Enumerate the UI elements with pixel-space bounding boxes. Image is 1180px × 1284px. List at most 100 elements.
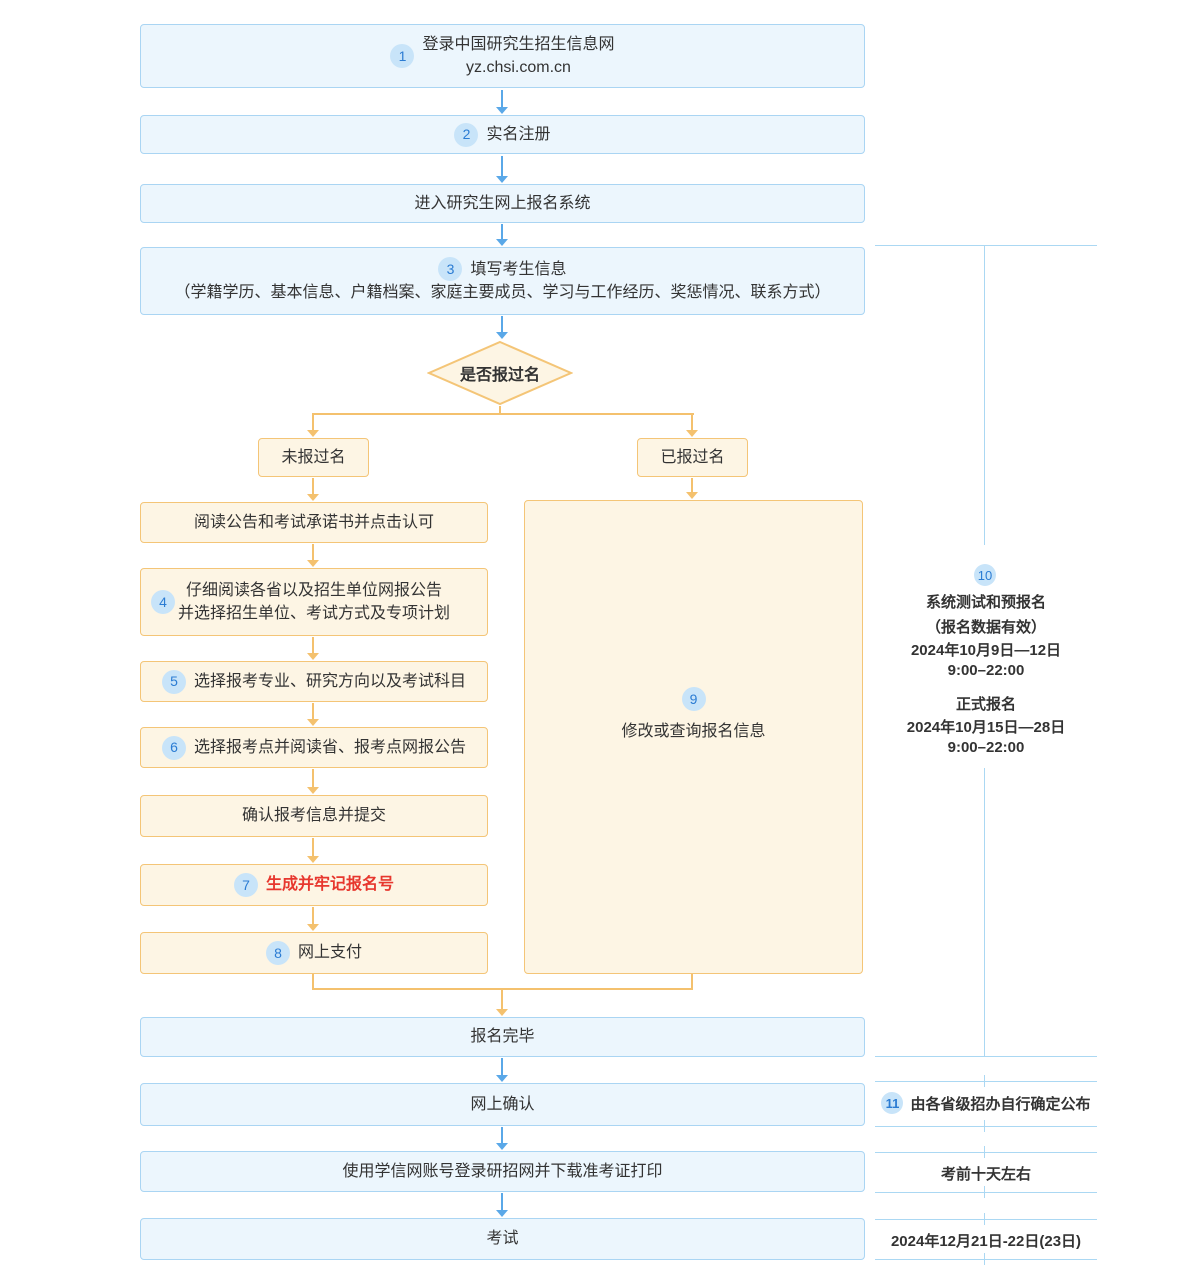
step-modify-query-box: 9 修改或查询报名信息: [524, 500, 863, 974]
timeline-tick: [984, 1075, 985, 1087]
step-8-badge: 8: [265, 941, 290, 965]
arrow-down-icon: [307, 838, 319, 863]
step-login-url: yz.chsi.com.cn: [466, 59, 571, 76]
timeline-exam-row: 2024年12月21日-22日(23日): [875, 1229, 1097, 1251]
step-choose-site-label: 选择报考点并阅读省、报考点网报公告: [193, 738, 466, 756]
arrow-down-icon: [686, 415, 698, 437]
arrow-down-icon: [496, 1058, 508, 1082]
step-enter-system-box: 进入研究生网上报名系统: [140, 184, 865, 223]
connector-line: [312, 413, 694, 415]
connector-line: [499, 406, 501, 414]
timeline-line: [875, 245, 1097, 246]
arrow-down-icon: [496, 1127, 508, 1150]
timeline-line: [875, 1192, 1097, 1193]
step-fill-info-title: 填写考生信息: [470, 260, 567, 278]
step-download-ticket-label: 使用学信网账号登录研招网并下载准考证打印: [342, 1162, 663, 1180]
timeline-line: [875, 1126, 1097, 1127]
step-5-badge: 5: [161, 669, 186, 694]
timeline-confirm-label: 由各省级招办自行确定公布: [910, 1095, 1091, 1113]
step-login-title: 登录中国研究生招生信息网: [422, 35, 615, 53]
step-11-badge: 11: [881, 1092, 904, 1114]
step-exam-label: 考试: [486, 1230, 519, 1248]
timeline-period1-time: 9:00–22:00: [947, 662, 1025, 679]
arrow-down-icon: [307, 544, 319, 567]
connector-line: [312, 988, 693, 990]
step-exam-box: 考试: [140, 1218, 865, 1260]
decision-diamond: 是否报过名: [427, 340, 573, 406]
timeline-line: [875, 1152, 1097, 1153]
step-online-confirm-box: 网上确认: [140, 1083, 865, 1126]
step-read-notice-box: 阅读公告和考试承诺书并点击认可: [140, 502, 488, 543]
decision-label: 是否报过名: [459, 367, 540, 384]
step-read-announcements-line1: 仔细阅读各省以及招生单位网报公告: [185, 581, 442, 599]
step-done-box: 报名完毕: [140, 1017, 865, 1057]
arrow-down-icon: [307, 769, 319, 794]
step-4-badge: 4: [151, 590, 175, 614]
step-3-badge: 3: [438, 257, 463, 282]
arrow-down-icon: [496, 224, 508, 246]
timeline-line: [875, 1219, 1097, 1220]
step-register-box: 2 实名注册: [140, 115, 865, 154]
timeline-period1-title: 系统测试和预报名: [925, 594, 1046, 611]
step-7-badge: 7: [233, 873, 258, 897]
step-2-badge: 2: [454, 122, 479, 147]
arrow-down-icon: [307, 703, 319, 726]
timeline-tick: [984, 1213, 985, 1225]
step-remember-number-label: 生成并牢记报名号: [265, 876, 394, 894]
step-download-ticket-box: 使用学信网账号登录研招网并下载准考证打印: [140, 1151, 865, 1192]
step-choose-major-label: 选择报考专业、研究方向以及考试科目: [193, 672, 466, 690]
step-register-label: 实名注册: [486, 125, 551, 143]
step-choose-major-box: 5 选择报考专业、研究方向以及考试科目: [140, 661, 488, 702]
arrow-down-icon: [496, 156, 508, 183]
arrow-down-icon: [307, 478, 319, 501]
step-10-badge: 10: [974, 564, 996, 586]
step-confirm-submit-box: 确认报考信息并提交: [140, 795, 488, 837]
branch-not-registered-box: 未报过名: [258, 438, 369, 477]
timeline-line: [875, 1081, 1097, 1082]
step-online-confirm-label: 网上确认: [470, 1095, 535, 1113]
step-enter-system-label: 进入研究生网上报名系统: [414, 194, 591, 212]
step-pay-online-label: 网上支付: [297, 944, 362, 962]
diamond-shape-icon: [427, 340, 573, 406]
connector-line: [312, 974, 314, 990]
timeline-tick: [984, 1146, 985, 1158]
timeline-line: [984, 245, 985, 545]
step-read-announcements-line2: 并选择招生单位、考试方式及专项计划: [177, 605, 450, 622]
arrow-down-icon: [686, 478, 698, 499]
timeline-download-row: 考前十天左右: [875, 1162, 1097, 1184]
timeline-period2-title: 正式报名: [955, 696, 1016, 713]
step-9-badge: 9: [681, 687, 706, 711]
arrow-down-icon: [496, 90, 508, 114]
step-modify-query-label: 修改或查询报名信息: [621, 723, 766, 740]
timeline-download-label: 考前十天左右: [940, 1165, 1031, 1183]
timeline-period2-time: 9:00–22:00: [947, 739, 1025, 756]
step-6-badge: 6: [161, 735, 186, 760]
branch-registered-label: 已报过名: [660, 448, 725, 466]
arrow-down-icon: [496, 990, 508, 1016]
arrow-down-icon: [496, 1193, 508, 1217]
step-confirm-submit-label: 确认报考信息并提交: [241, 807, 386, 825]
timeline-exam-label: 2024年12月21日-22日(23日): [890, 1232, 1082, 1250]
step-login-box: 1 登录中国研究生招生信息网 yz.chsi.com.cn: [140, 24, 865, 88]
timeline-period2-date: 2024年10月15日—28日: [906, 719, 1066, 736]
timeline-line: [875, 1056, 1097, 1057]
timeline-confirm-row: 11 由各省级招办自行确定公布: [875, 1092, 1097, 1114]
arrow-down-icon: [307, 415, 319, 437]
connector-line: [691, 974, 693, 990]
arrow-down-icon: [307, 907, 319, 931]
timeline-line: [984, 768, 985, 1056]
step-pay-online-box: 8 网上支付: [140, 932, 488, 974]
step-remember-number-box: 7 生成并牢记报名号: [140, 864, 488, 906]
step-1-badge: 1: [390, 44, 415, 68]
step-read-announcements-box: 4 仔细阅读各省以及招生单位网报公告 并选择招生单位、考试方式及专项计划: [140, 568, 488, 636]
step-fill-info-box: 3 填写考生信息 （学籍学历、基本信息、户籍档案、家庭主要成员、学习与工作经历、…: [140, 247, 865, 315]
step-choose-site-box: 6 选择报考点并阅读省、报考点网报公告: [140, 727, 488, 768]
step-done-label: 报名完毕: [470, 1028, 535, 1046]
step-fill-info-detail: （学籍学历、基本信息、户籍档案、家庭主要成员、学习与工作经历、奖惩情况、联系方式…: [174, 284, 831, 302]
timeline-line: [875, 1259, 1097, 1260]
timeline-period1-date: 2024年10月9日—12日: [910, 642, 1062, 659]
branch-not-registered-label: 未报过名: [281, 448, 346, 466]
timeline-period1-note: （报名数据有效）: [925, 619, 1046, 636]
branch-registered-box: 已报过名: [637, 438, 748, 477]
